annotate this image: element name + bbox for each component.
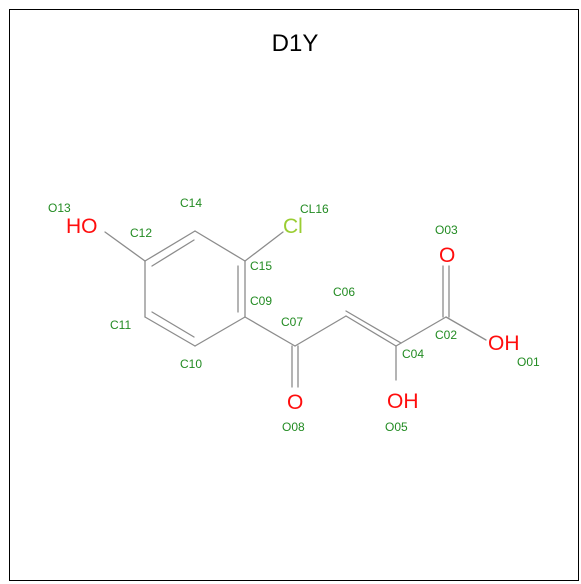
atom-symbol-o03: O — [439, 244, 455, 267]
atom-symbol-o05: OH — [387, 390, 419, 413]
atom-symbol-o01: OH — [488, 332, 520, 355]
atom-label-c12: C12 — [130, 226, 152, 240]
atom-label-c07: C07 — [281, 315, 303, 329]
bond-c04-c02 — [395, 316, 447, 347]
bond-c12-c14 — [144, 230, 196, 262]
atom-label-c14: C14 — [180, 196, 202, 210]
atom-label-cl16: CL16 — [300, 202, 329, 216]
atom-label-o05: O05 — [385, 420, 408, 434]
bond-c14-c15 — [194, 230, 246, 262]
atom-label-c15: C15 — [250, 259, 272, 273]
atom-label-c09: C09 — [250, 294, 272, 308]
atom-label-o01: O01 — [517, 355, 540, 369]
atom-symbol-o13: HO — [66, 215, 98, 238]
atom-label-c10: C10 — [180, 357, 202, 371]
atom-labels: O13 C14 CL16 C12 C15 O03 C09 C06 C11 C07… — [48, 196, 540, 434]
bond-c15-cl16 — [244, 231, 284, 262]
bond-c09-c10 — [194, 316, 246, 347]
bond-c12-o13 — [104, 231, 146, 262]
atom-label-c04: C04 — [402, 347, 424, 361]
bond-c12-c14-inner — [151, 239, 195, 267]
bond-c10-c11 — [144, 316, 196, 347]
atom-label-o13: O13 — [48, 201, 71, 215]
atom-symbol-o08: O — [287, 391, 303, 414]
atom-label-o03: O03 — [435, 223, 458, 237]
atom-label-c11: C11 — [110, 318, 131, 332]
bond-c10-c11-inner — [151, 311, 195, 338]
bond-c02-o01 — [445, 316, 487, 341]
bond-c06-c04 — [345, 315, 397, 347]
molecule-title: D1Y — [272, 30, 319, 57]
atom-symbol-cl16: Cl — [283, 215, 303, 238]
bond-c06-c04-double — [345, 310, 402, 344]
bond-c07-c06 — [294, 315, 347, 347]
bonds — [104, 230, 487, 388]
atom-label-c02: C02 — [435, 328, 457, 342]
bond-c09-c07 — [244, 316, 296, 347]
atom-label-o08: O08 — [282, 420, 305, 434]
atom-symbols: HO Cl O OH O OH — [66, 215, 520, 414]
viewer-frame — [9, 9, 579, 581]
atom-label-c06: C06 — [333, 285, 355, 299]
